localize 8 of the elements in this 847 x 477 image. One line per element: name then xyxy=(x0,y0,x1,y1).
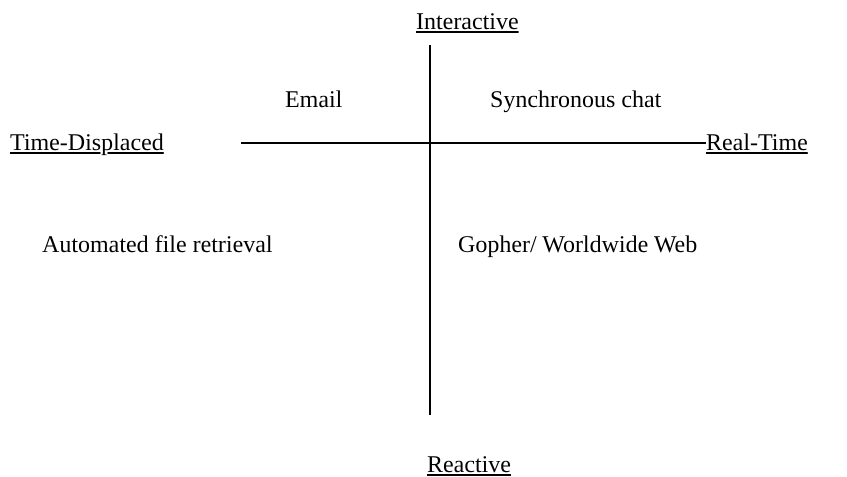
quadrant-label: Automated file retrieval xyxy=(42,231,273,259)
axis-label: Real-Time xyxy=(706,129,808,157)
quadrant-label: Gopher/ Worldwide Web xyxy=(458,231,698,259)
axis-label: Interactive xyxy=(416,8,519,36)
quadrant-label: Email xyxy=(285,86,342,114)
quadrant-label: Synchronous chat xyxy=(490,86,662,114)
axis-label: Time-Displaced xyxy=(10,129,164,157)
axis-label: Reactive xyxy=(427,451,511,477)
